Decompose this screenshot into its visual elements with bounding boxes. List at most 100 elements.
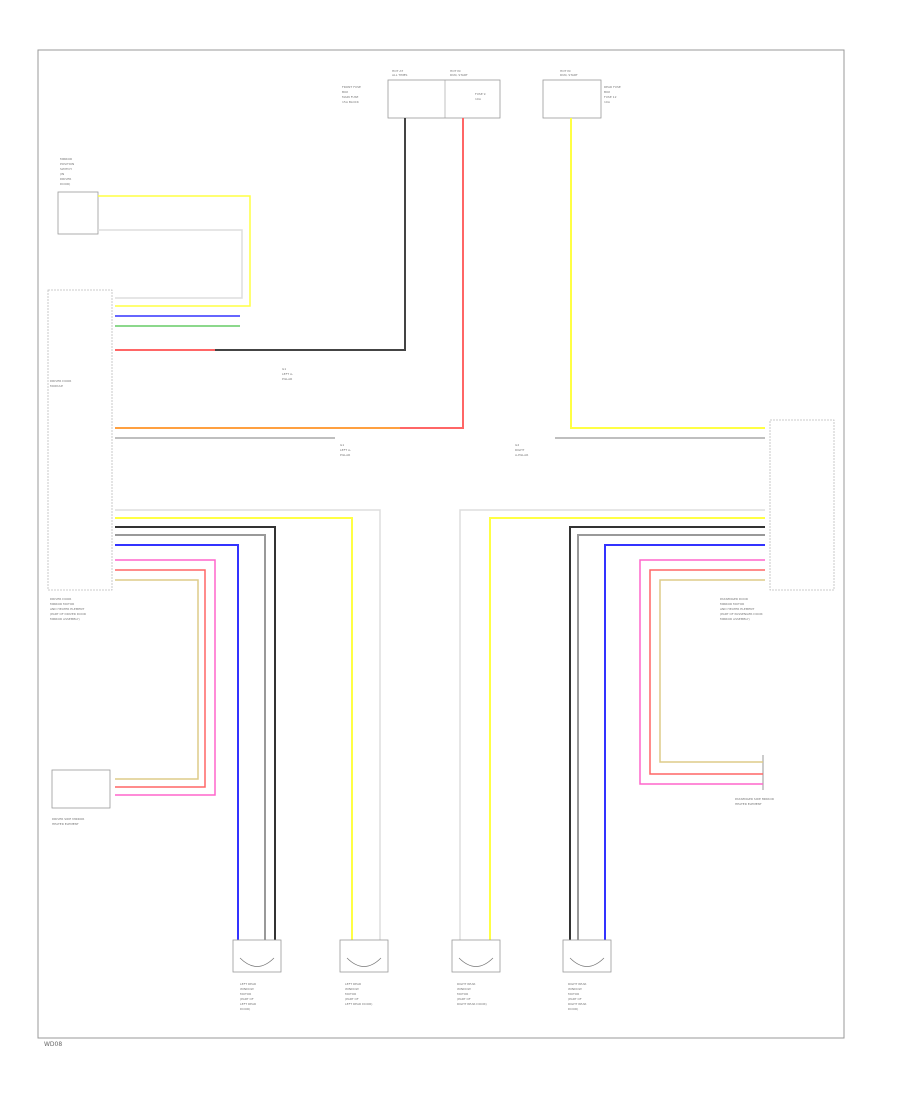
wire-ddm-wht-1 [115,509,381,940]
mirror-position-switch: MIRROR POSITION SWITCH (IN DRIVER DOOR) [57,157,99,235]
fuse-desc-6: 10A [475,97,482,101]
fuse-label-2b: RUN, START [450,73,468,77]
pdm-label-4: (PART OF PASSENGER DOOR [720,612,763,616]
wire-pdm-wht-1 [459,509,765,940]
fuse-label-3: HOT IN [560,69,571,73]
fuse-desc-3: MAIN FUSE [342,95,359,99]
ddm-label-2: MODULE [50,384,63,388]
wire-pdm-yel-1 [489,517,765,940]
passenger-door-module-box: PASSENGER DOOR MIRROR MOTOR AND HEATER E… [720,419,835,621]
m4-l5: RIGHT REAR [568,1002,586,1006]
ground-labels: G1 LEFT A- PILLAR G1 LEFT A- PILLAR G2 R… [282,367,528,457]
wire-ddm-blu-1 [115,544,239,940]
dde-label-3: AND HEATER ELEMENT [50,607,84,611]
fuse-label-1: HOT AT [392,69,403,73]
switch-label-6: DOOR) [60,182,70,186]
wire-pdm-red [649,569,765,775]
motor-right-rear-2 [562,939,612,973]
m2-l5: LEFT REAR DOOR) [345,1002,372,1006]
fuse-label-3b: RUN, START [560,73,578,77]
m2-l3: MOTOR [345,992,356,996]
wire-switch-yel [98,195,251,307]
m2-l2: WINDOW [345,987,359,991]
pdm-label-5: MIRROR ASSEMBLY) [720,617,750,621]
dde-label-2: MIRROR MOTOR [50,602,74,606]
fuse-desc-8: BOX [604,90,610,94]
switch-label-1: MIRROR [60,157,72,161]
fuse-desc-2: BOX [342,90,348,94]
diagram-code: WD08 [44,1041,63,1048]
g2-l1: G2 [515,443,519,447]
m4-l6: DOOR) [568,1007,578,1011]
m4-l4: (PART OF [568,997,582,1001]
wire-red-fuse [115,118,464,429]
wire-ddm-yel-1 [115,517,353,940]
g1-l1: G1 [282,367,286,371]
motor-left-rear-1 [232,939,282,973]
wire-yel-fuse [570,118,765,429]
psh-label-2: HEATER ELEMENT [735,802,762,806]
dde-label-1: DRIVER DOOR [50,597,71,601]
m3-l1: RIGHT REAR [457,982,475,986]
fuse-box-left: HOT AT ALL TIMES HOT IN RUN, START FRONT… [342,69,501,119]
m4-l3: MOTOR [568,992,579,996]
psh-label-1: PASSENGER SIDE MIRROR [735,797,774,801]
g1b-l3: PILLAR [340,453,350,457]
m3-l2: WINDOW [457,987,471,991]
m1-l2: WINDOW [240,987,254,991]
g2-l2: RIGHT [515,448,525,452]
wire-pdm-tan [659,579,765,763]
g1-l3: PILLAR [282,377,292,381]
ddm-label-1: DRIVER DOOR [50,379,71,383]
wire-ddm-gry-1 [115,534,266,940]
switch-label-2: POSITION [60,162,74,166]
wire-ddm-pink [115,559,216,796]
fuse-desc-4: 15A BLOCK [342,100,360,104]
m2-l4: (PART OF [345,997,359,1001]
pdm-label-1: PASSENGER DOOR [720,597,748,601]
motor-right-rear-1 [451,939,501,973]
fuse-label-2: HOT IN [450,69,461,73]
fuse-label-1b: ALL TIMES [392,73,408,77]
fuse-desc-1: FRONT FUSE [342,85,361,89]
m4-l1: RIGHT REAR [568,982,586,986]
motor-labels: LEFT REAR WINDOW MOTOR (PART OF LEFT REA… [240,982,586,1011]
wire-ddm-red [115,569,206,788]
g1b-l1: G1 [340,443,344,447]
wire-ddm-blk-1 [115,526,276,940]
dsh-label-2: HEATER ELEMENT [52,822,79,826]
wire-ddm-tan [115,579,199,780]
g1-l2: LEFT A- [282,372,293,376]
switch-label-3: SWITCH [60,167,72,171]
fuse-box-right: HOT IN RUN, START REAR FUSE BOX FUSE 12 … [542,69,621,119]
wire-gry-fuse [115,118,406,351]
page-border [37,49,845,1039]
m3-l5: RIGHT REAR DOOR) [457,1002,487,1006]
m1-l5: LEFT REAR [240,1002,256,1006]
motor-left-rear-2 [339,939,389,973]
pdm-label-2: MIRROR MOTOR [720,602,744,606]
pdm-label-3: AND HEATER ELEMENT [720,607,754,611]
g1b-l2: LEFT A- [340,448,351,452]
wire-pdm-blu-1 [604,544,765,940]
wire-pdm-pink [639,559,765,785]
fuse-desc-9: FUSE 12 [604,95,617,99]
m1-l4: (PART OF [240,997,254,1001]
driver-side-heater: DRIVER SIDE MIRROR HEATER ELEMENT [51,769,111,826]
m2-l1: LEFT REAR [345,982,361,986]
dsh-label-1: DRIVER SIDE MIRROR [52,817,84,821]
wire-pdm-blk-1 [569,526,765,940]
m1-l1: LEFT REAR [240,982,256,986]
m1-l6: DOOR) [240,1007,250,1011]
m3-l4: (PART OF [457,997,471,1001]
switch-label-5: DRIVER [60,177,71,181]
m3-l3: MOTOR [457,992,468,996]
dde-label-4: (PART OF DRIVER DOOR [50,612,86,616]
wire-pdm-gry-1 [577,534,765,940]
fuse-desc-10: 10A [604,100,611,104]
fuse-desc-7: REAR FUSE [604,85,621,89]
switch-label-4: (IN [60,172,64,176]
m1-l3: MOTOR [240,992,251,996]
m4-l2: WINDOW [568,987,582,991]
